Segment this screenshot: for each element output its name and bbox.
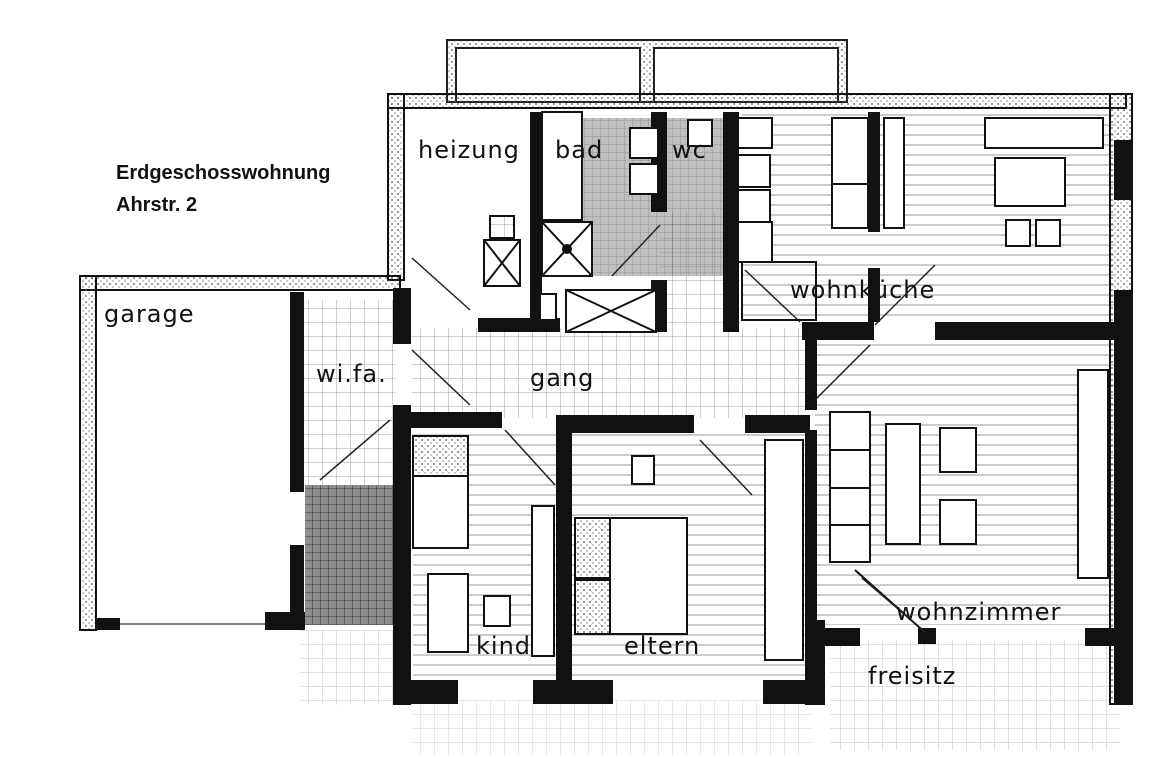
terrace-south-floor	[412, 700, 812, 755]
label-freisitz: freisitz	[868, 662, 956, 690]
walls	[96, 112, 1132, 705]
plan-title-line2: Ahrstr. 2	[116, 194, 198, 216]
kitchen-furniture	[737, 117, 1104, 321]
label-eltern: eltern	[624, 632, 700, 660]
terrace-floor	[300, 630, 410, 705]
label-wohnzimmer: wohnzimmer	[896, 598, 1061, 626]
label-heizung: heizung	[418, 136, 520, 164]
room-labels: heizung bad wc garage wohnküche wi.fa. g…	[104, 136, 1061, 690]
label-kind: kind	[476, 632, 531, 660]
label-wohnkueche: wohnküche	[790, 276, 935, 304]
wifa-lower-floor	[305, 485, 395, 625]
living-furniture	[829, 369, 1109, 629]
bedroom-furniture	[412, 435, 804, 661]
label-gang: gang	[530, 364, 594, 392]
label-garage: garage	[104, 300, 195, 328]
gang-floor	[412, 328, 812, 418]
door-swings	[319, 224, 936, 633]
label-bad: bad	[555, 136, 603, 164]
wifa-floor	[300, 300, 395, 485]
freisitz-floor	[830, 640, 1120, 750]
floor-fills	[300, 110, 1120, 755]
plan-title-line1: Erdgeschosswohnung	[116, 162, 331, 184]
label-wifa: wi.fa.	[316, 360, 387, 388]
balcony	[446, 39, 848, 103]
label-wc: wc	[672, 136, 707, 164]
sanitary-fixtures	[483, 111, 713, 333]
